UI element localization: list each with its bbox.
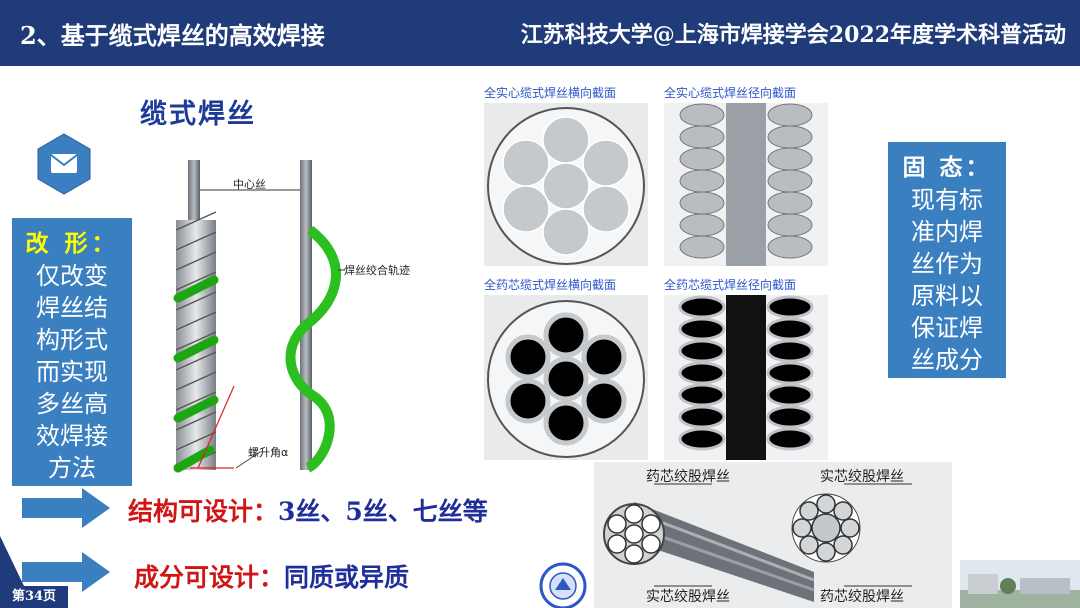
structure-caption-prefix: 结构可设计：	[128, 497, 279, 526]
helix-angle-label: 螺升角α	[248, 446, 289, 459]
panel-label: 全药芯缆式焊丝横向截面	[484, 275, 648, 295]
page-number: 第34页	[0, 586, 68, 608]
structure-caption-values: 3丝、5丝、七丝等	[278, 497, 488, 526]
flux-strand-bottom-label: 药芯绞股焊丝	[820, 589, 904, 605]
header-bar	[0, 0, 1080, 66]
campus-photo	[960, 560, 1080, 608]
header: 2、基于缆式焊丝的高效焊接 江苏科技大学@上海市焊接学会2022年度学术科普活动	[0, 0, 1080, 66]
panel-label: 全实心缆式焊丝横向截面	[484, 83, 648, 103]
right-info-box: 固 态： 现有标准内焊丝作为原料以保证焊丝成分	[888, 142, 1006, 378]
panel-solid-radial-section: 全实心缆式焊丝径向截面	[664, 83, 828, 266]
composition-caption: 成分可设计：同质或异质	[134, 558, 409, 594]
left-box-body: 仅改变焊丝结构形式而实现多丝高效焊接方法	[36, 262, 108, 482]
center-wire-label: 中心丝	[233, 178, 266, 191]
twist-track-label: 焊丝绞合轨迹	[344, 264, 410, 277]
cable-wire-diagram	[173, 160, 345, 473]
helical-track	[285, 226, 341, 473]
panel-solid-cross-section: 全实心缆式焊丝横向截面	[484, 83, 648, 266]
composition-caption-prefix: 成分可设计：	[134, 563, 285, 592]
straight-center-wire	[300, 160, 312, 470]
university-seal-icon	[539, 562, 587, 608]
center-wire-top	[188, 160, 200, 230]
envelope-icon	[37, 133, 91, 195]
composition-caption-values: 同质或异质	[284, 563, 410, 592]
flux-cored-strand-label: 药芯绞股焊丝	[646, 469, 730, 485]
strand-wire-image: 药芯绞股焊丝 实芯绞股焊丝 实芯绞股焊丝 药芯绞股焊丝	[594, 462, 952, 608]
left-info-box: 改 形： 仅改变焊丝结构形式而实现多丝高效焊接方法	[12, 218, 132, 486]
panel-label: 全药芯缆式焊丝径向截面	[664, 275, 828, 295]
corner-decoration	[0, 536, 24, 586]
slide-title: 缆式焊丝	[140, 99, 256, 130]
arrow-right-icon	[22, 488, 110, 528]
header-left-title: 2、基于缆式焊丝的高效焊接	[20, 20, 325, 50]
solid-strand-top-label: 实芯绞股焊丝	[820, 469, 904, 485]
panel-flux-cross-section: 全药芯缆式焊丝横向截面	[484, 275, 648, 460]
arrow-right-icon	[22, 552, 110, 592]
structure-caption: 结构可设计：3丝、5丝、七丝等	[128, 492, 488, 528]
left-box-heading: 改 形：	[25, 231, 119, 257]
right-box-heading: 固 态：	[902, 155, 992, 181]
panel-label: 全实心缆式焊丝径向截面	[664, 83, 828, 103]
header-right-title: 江苏科技大学@上海市焊接学会2022年度学术科普活动	[520, 22, 1066, 48]
right-box-body: 现有标准内焊丝作为原料以保证焊丝成分	[911, 186, 983, 374]
panel-flux-radial-section: 全药芯缆式焊丝径向截面	[664, 275, 828, 460]
solid-strand-bottom-label: 实芯绞股焊丝	[646, 589, 730, 605]
